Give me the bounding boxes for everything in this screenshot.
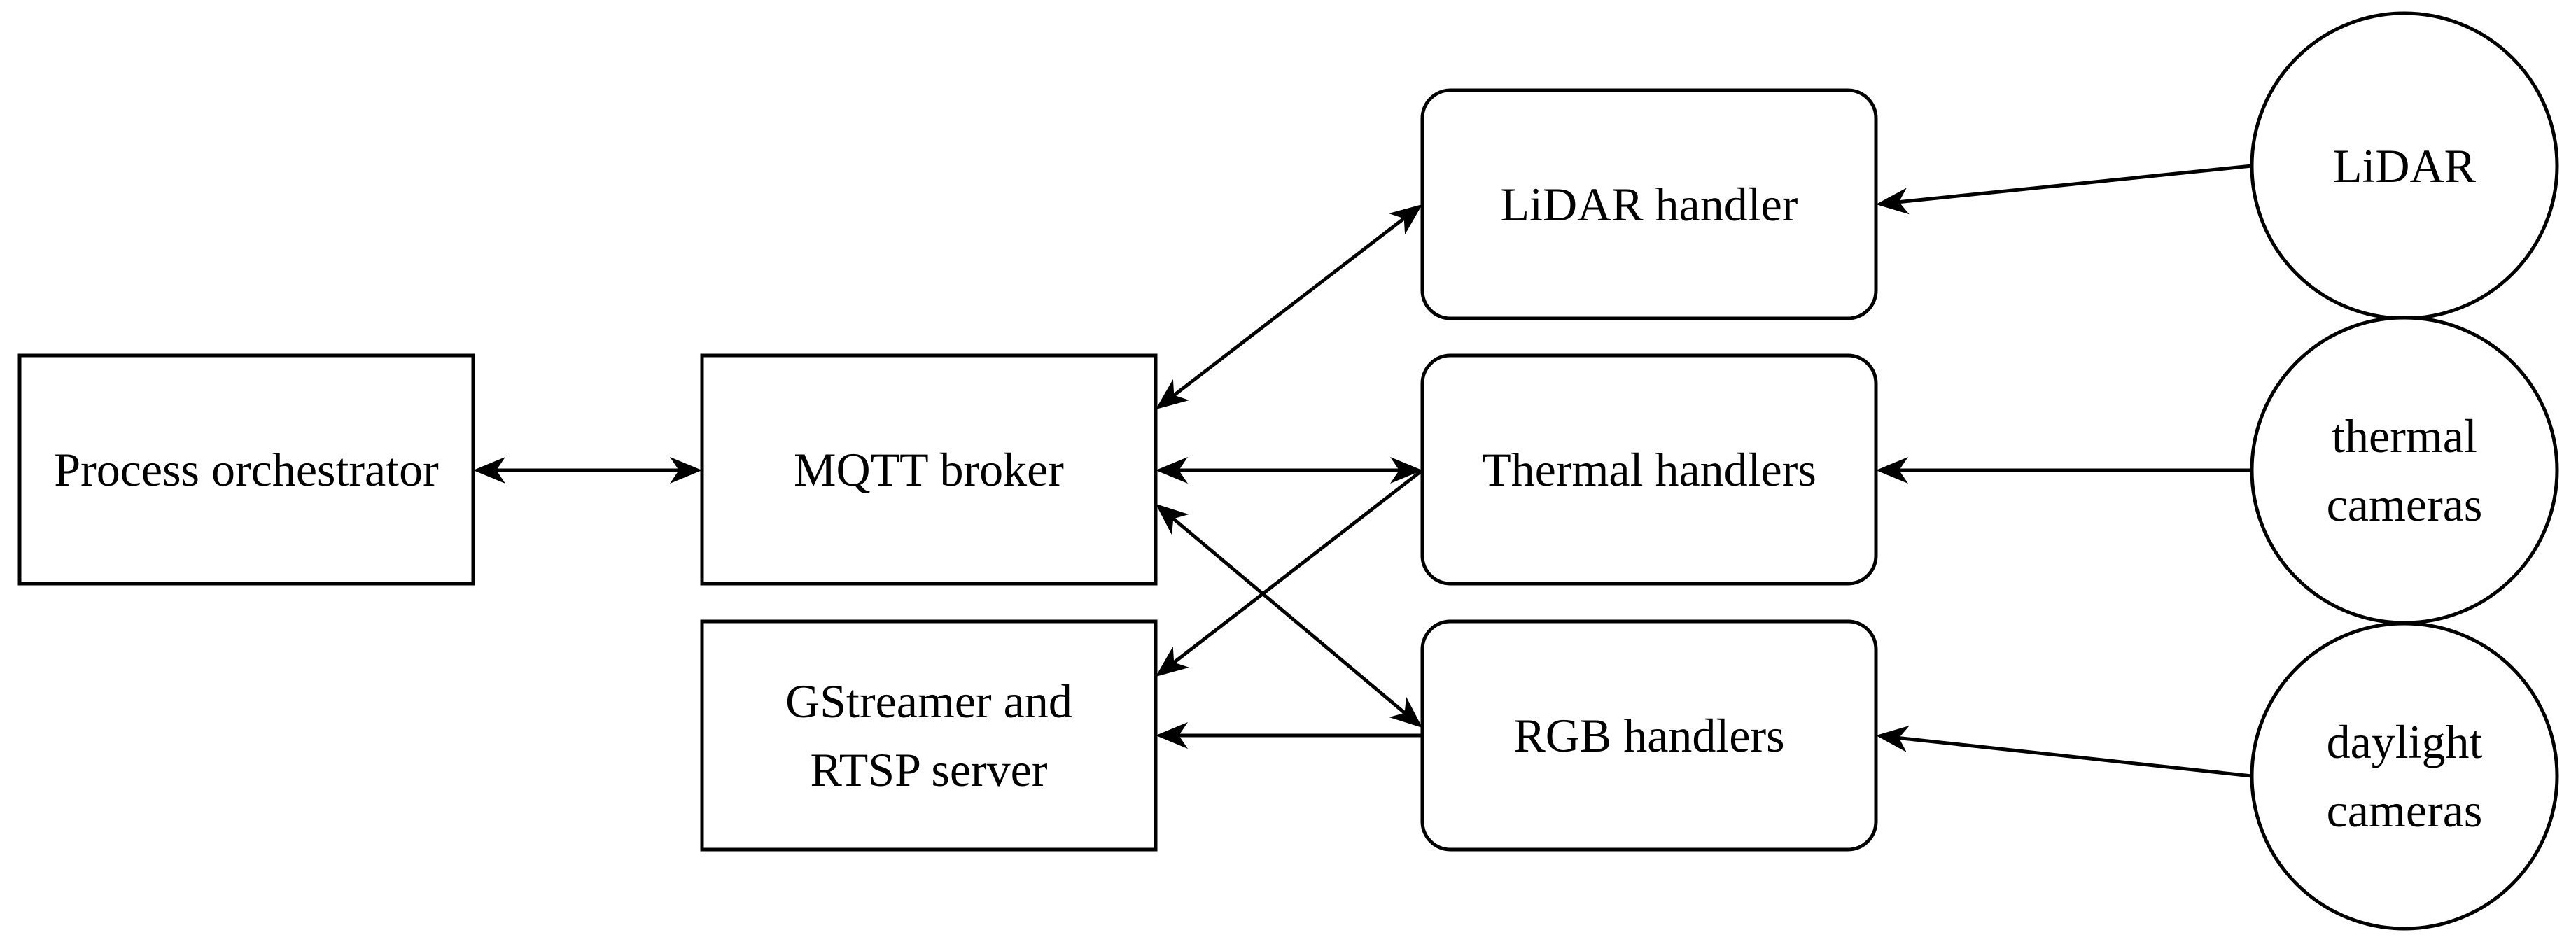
edge-lidar-to-lidar-handler: [1876, 164, 2253, 215]
gstreamer-rtsp-label-line-1: GStreamer and: [785, 675, 1072, 728]
arrowhead-end: [1389, 696, 1422, 728]
node-daylight-cameras: daylight cameras: [2250, 621, 2559, 931]
lidar-label-line-1: LiDAR: [2333, 139, 2477, 192]
edge-line: [1898, 164, 2253, 204]
edge-mqtt-broker-to-lidar-handler: [1156, 204, 1422, 409]
arrowhead-start: [1156, 379, 1190, 409]
edge-thermal-cameras-to-thermal-handlers: [1876, 457, 2252, 484]
lidar-handler-label-line-1: LiDAR handler: [1501, 178, 1798, 231]
arrowhead-end: [1388, 204, 1422, 235]
box: [700, 353, 1158, 586]
thermal-handlers-label-line-1: Thermal handlers: [1482, 443, 1816, 496]
rounded-box: [1420, 353, 1878, 586]
rgb-handlers-label-line-1: RGB handlers: [1513, 709, 1784, 762]
box: [18, 353, 475, 586]
edge-line: [1172, 216, 1406, 397]
gstreamer-rtsp-label-line-2: RTSP server: [810, 743, 1047, 796]
edge-daylight-cameras-to-rgb-handlers: [1876, 726, 2253, 778]
arrowhead-start: [473, 457, 505, 484]
edge-rgb-handlers-to-gstreamer-rtsp: [1156, 722, 1422, 749]
thermal-cameras-label-line-1: thermal: [2332, 409, 2477, 463]
rounded-box: [1420, 619, 1878, 852]
arrowhead-end: [670, 457, 702, 484]
edge-line: [1898, 735, 2253, 778]
arrowhead-end: [1876, 457, 1908, 484]
circle: [2250, 316, 2559, 625]
edge-line: [1172, 516, 1406, 715]
arrowhead-end: [1156, 722, 1188, 749]
process-orchestrator-label-line-1: Process orchestrator: [54, 443, 439, 496]
arrowhead-end: [1876, 188, 1910, 215]
node-lidar: LiDAR: [2250, 11, 2559, 320]
daylight-cameras-label-line-1: daylight: [2327, 715, 2483, 768]
arrowhead-end: [1876, 726, 1910, 752]
daylight-cameras-label-line-2: cameras: [2327, 784, 2483, 837]
arrowhead-end: [1156, 646, 1190, 677]
node-process-orchestrator: Process orchestrator: [18, 353, 475, 586]
arrowhead-end: [1390, 457, 1422, 484]
mqtt-broker-label-line-1: MQTT broker: [794, 443, 1064, 496]
edges-layer: [473, 164, 2253, 778]
edge-process-orchestrator-to-mqtt-broker: [473, 457, 702, 484]
arrowhead-start: [1156, 504, 1189, 535]
node-lidar-handler: LiDAR handler: [1420, 88, 1878, 320]
edge-thermal-handlers-to-gstreamer-rtsp: [1156, 469, 1424, 677]
node-mqtt-broker: MQTT broker: [700, 353, 1158, 586]
edge-mqtt-broker-to-thermal-handlers: [1156, 457, 1422, 484]
nodes-layer: Process orchestrator MQTT brokerGStreamer…: [18, 11, 2559, 931]
arrowhead-start: [1156, 457, 1188, 484]
thermal-cameras-label-line-2: cameras: [2327, 478, 2483, 531]
edge-mqtt-broker-to-rgb-handlers: [1156, 504, 1422, 728]
node-thermal-handlers: Thermal handlers: [1420, 353, 1878, 586]
node-thermal-cameras: thermal cameras: [2250, 316, 2559, 625]
rounded-box: [1420, 88, 1878, 320]
edge-line: [1172, 469, 1424, 665]
circle: [2250, 621, 2559, 931]
box: [700, 619, 1158, 852]
node-rgb-handlers: RGB handlers: [1420, 619, 1878, 852]
